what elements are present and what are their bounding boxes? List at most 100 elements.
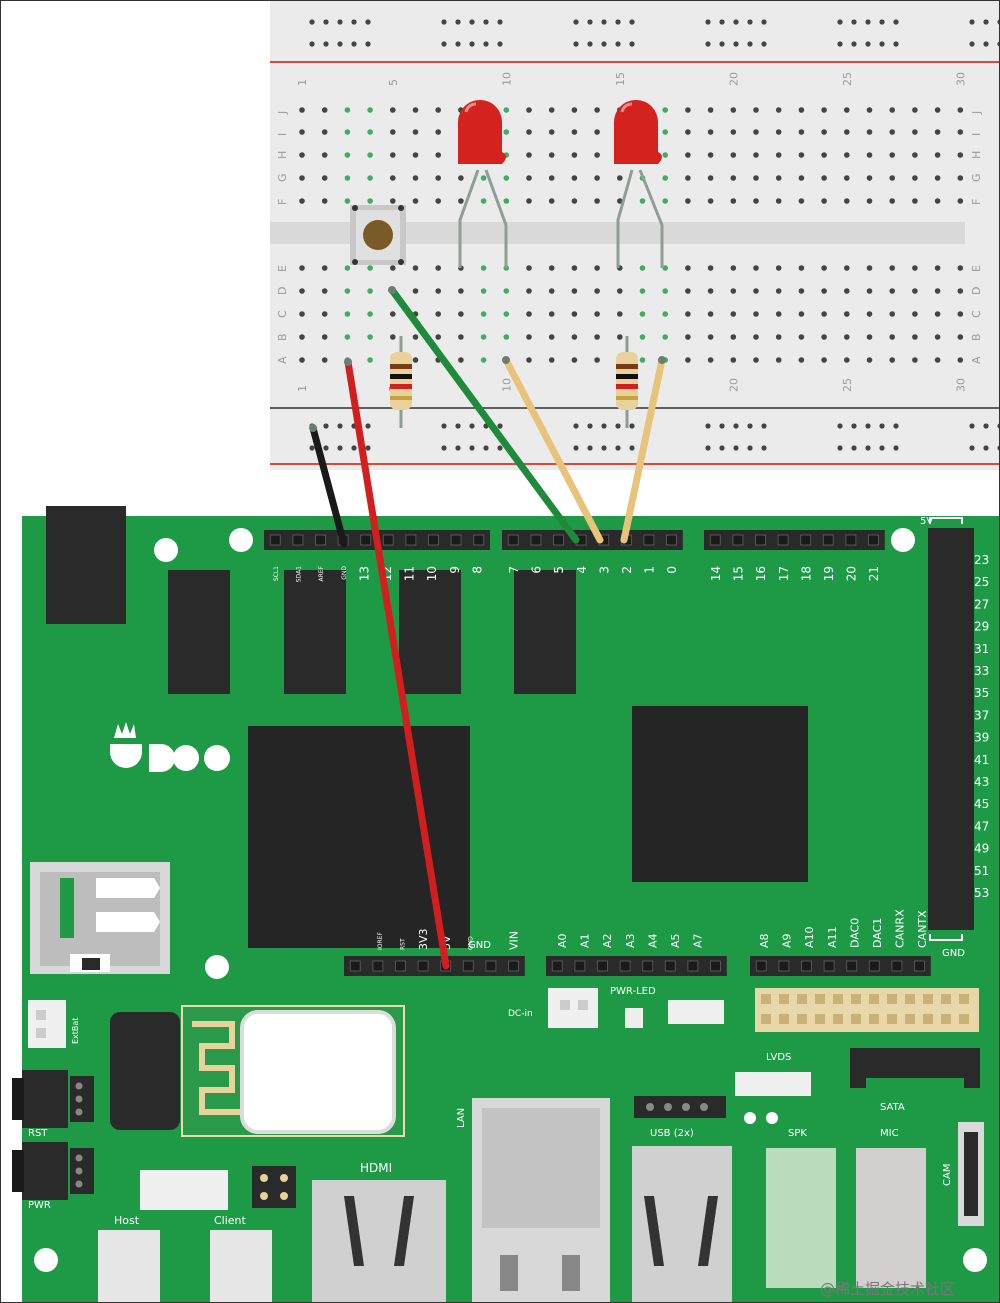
row-label-right: A	[970, 356, 983, 364]
hdmi-label: HDMI	[360, 1161, 392, 1175]
pin-label: 13	[357, 566, 371, 581]
main-processor	[248, 726, 470, 948]
mic-jack	[856, 1148, 926, 1288]
ram-chip	[399, 570, 461, 694]
pin-label: 33	[974, 664, 989, 678]
pin-label: 45	[974, 797, 989, 811]
lvds-label: LVDS	[766, 1052, 791, 1063]
pwr-led-label: PWR-LED	[610, 986, 656, 997]
led-leg	[458, 169, 480, 268]
row-label-right: E	[970, 265, 983, 272]
power-header	[344, 956, 525, 976]
digital-header-3	[704, 530, 885, 550]
row-label-left: H	[276, 151, 289, 159]
column-number-top: 20	[727, 72, 740, 86]
column-number-top: 30	[954, 72, 967, 86]
row-label-right: F	[970, 199, 983, 205]
row-label-left: G	[276, 173, 289, 182]
pin-label: DAC0	[848, 918, 861, 948]
pin-label: 31	[974, 642, 989, 656]
column-number-top: 10	[500, 72, 513, 86]
column-number-top: 25	[841, 72, 854, 86]
pin-label: 1	[643, 566, 657, 574]
watermark: @稀土掘金技术社区	[820, 1280, 956, 1298]
pin-label: GND	[467, 936, 474, 950]
row-label-left: A	[276, 356, 289, 364]
pin-label: 8	[470, 566, 484, 574]
pin-label: 2	[620, 566, 634, 574]
pin-label: 41	[974, 753, 989, 767]
pin-label: 51	[974, 864, 989, 878]
host-label: Host	[114, 1214, 140, 1227]
host-usb	[98, 1230, 160, 1303]
pin-label: 27	[974, 597, 989, 611]
sd-card-slot	[30, 862, 170, 974]
wifi-module	[110, 1005, 405, 1137]
pin-label: 9	[448, 566, 462, 574]
column-number-bottom: 1	[296, 385, 309, 392]
row-label-left: J	[276, 111, 289, 115]
pin-label: 17	[777, 566, 791, 581]
lan-label: LAN	[456, 1108, 467, 1128]
column-number-top: 15	[614, 72, 627, 86]
pin-label: A9	[781, 933, 794, 948]
usb-label: USB (2x)	[650, 1128, 694, 1139]
extbat-connector	[28, 1000, 66, 1048]
fan-connector	[668, 1000, 724, 1024]
row-label-right: I	[970, 133, 983, 136]
pin-label: 35	[974, 686, 989, 700]
led	[614, 100, 662, 164]
pin-label: 14	[709, 566, 723, 581]
pin-label: A11	[826, 926, 839, 948]
spk-label: SPK	[788, 1128, 807, 1139]
row-label-left: C	[276, 310, 289, 318]
pin-label: 0	[665, 566, 679, 574]
pin-label: 16	[754, 566, 768, 581]
ram-chip	[284, 570, 346, 694]
pwr-button[interactable]	[22, 1142, 68, 1200]
pin-label: AREF	[318, 565, 325, 581]
pin-label: 7	[507, 566, 521, 574]
udoo-logo	[110, 722, 230, 772]
wire-green	[388, 286, 580, 544]
pin-label: 10	[425, 566, 439, 581]
analog-header-2	[750, 956, 931, 976]
mic-label: MIC	[880, 1128, 899, 1139]
analog-header-1	[546, 956, 727, 976]
pin-label: 53	[974, 886, 989, 900]
pin-label: A5	[669, 933, 682, 948]
led-leg	[616, 169, 634, 268]
pin-label: A4	[646, 933, 659, 948]
pin-label: GND	[942, 948, 965, 959]
pin-label: 37	[974, 708, 989, 722]
pin-label: CANRX	[894, 909, 907, 948]
pin-label: 20	[845, 566, 859, 581]
pin-label: 6	[530, 566, 544, 574]
pin-label: CANTX	[916, 910, 929, 948]
pin-label: 4	[575, 566, 589, 574]
wire-yellow	[502, 356, 604, 544]
row-label-left: D	[276, 287, 289, 295]
pin-label: 23	[974, 553, 989, 567]
client-label: Client	[214, 1214, 247, 1227]
pin-label: 15	[732, 566, 746, 581]
pin-label: 25	[974, 575, 989, 589]
cam-label: CAM	[942, 1164, 953, 1186]
pin-label: 18	[799, 566, 813, 581]
pin-label: 49	[974, 842, 989, 856]
dc-barrel-jack	[46, 506, 126, 624]
sata-label: SATA	[880, 1102, 905, 1113]
dc-in-connector	[548, 988, 598, 1028]
pin-label: A1	[579, 933, 592, 948]
pin-label: RST	[400, 938, 407, 950]
pin-label: A10	[803, 926, 816, 948]
dc-in-label: DC-in	[508, 1009, 533, 1019]
extbat-label: ExtBat	[71, 1018, 80, 1044]
rst-button[interactable]	[22, 1070, 68, 1128]
usb-port	[632, 1146, 732, 1303]
pin-label: VIN	[508, 931, 521, 950]
ram-chip	[514, 570, 576, 694]
jst-connector	[140, 1170, 228, 1210]
led-leg	[638, 169, 664, 268]
